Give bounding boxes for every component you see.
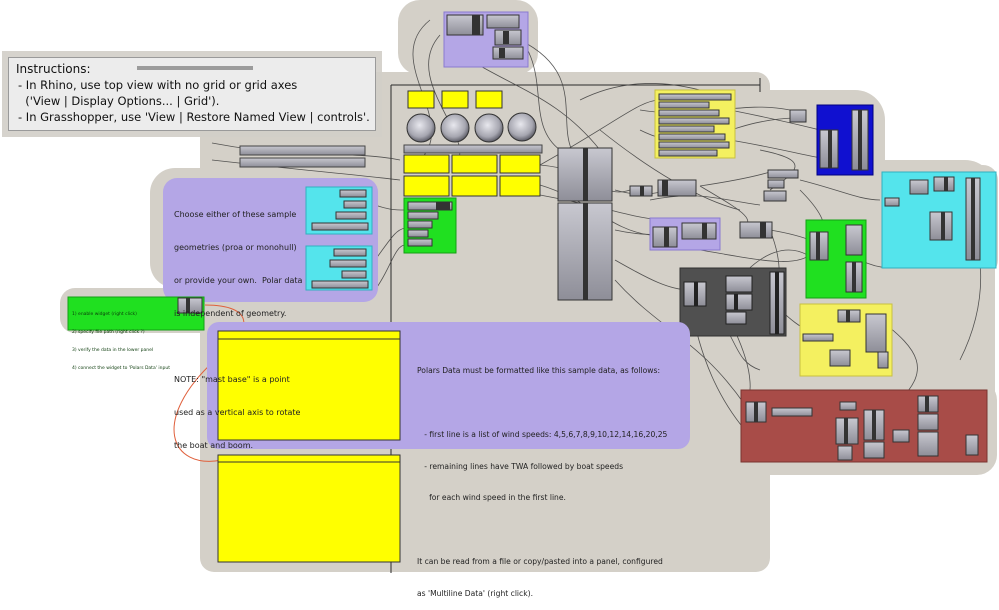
group-polars[interactable] [207, 322, 690, 563]
geometry-note-line: is independent of geometry. [174, 309, 287, 318]
polars-note-line: - first line is a list of wind speeds: 4… [417, 429, 668, 439]
group-geometry-note[interactable] [163, 178, 378, 302]
geometry-note-line: NOTE: "mast base" is a point [174, 375, 290, 384]
group-small-purple[interactable] [649, 217, 721, 251]
widget-note-line: 3) verify the data in the lower panel [72, 348, 154, 353]
geometry-note-line: used as a vertical axis to rotate [174, 408, 301, 417]
widget-note-line: 1) enable widget (right click) [72, 312, 137, 317]
geometry-note-line: Choose either of these sample [174, 210, 297, 219]
widget-note-line: 2) specify file path (right click ?) [72, 330, 145, 335]
group-green-right[interactable] [805, 219, 867, 299]
widget-note: 1) enable widget (right click) 2) specif… [72, 300, 170, 378]
yellow-panel-grid[interactable] [403, 154, 541, 197]
geometry-note-line: or provide your own. Polar data [174, 276, 303, 285]
geometry-note: Choose either of these sample geometries… [174, 187, 302, 462]
geometry-note-line: the boat and boom. [174, 441, 254, 450]
polars-note-line [417, 398, 667, 409]
polars-note-line: Polars Data must be formatted like this … [417, 366, 661, 376]
long-components[interactable] [239, 144, 543, 168]
polars-note-line: It can be read from a file or copy/paste… [417, 556, 663, 566]
instructions-title: Instructions: [16, 62, 91, 76]
polars-note: Polars Data must be formatted like this … [417, 345, 667, 610]
widget-note-line: 4) connect the widget to 'Polars Data' i… [72, 366, 170, 371]
polars-note-line: for each wind speed in the first line. [417, 493, 566, 503]
instructions-panel: Instructions: - In Rhino, use top view w… [8, 57, 376, 131]
group-top-purple[interactable] [443, 11, 529, 68]
instructions-line: - In Grasshopper, use 'View | Restore Na… [18, 110, 370, 124]
group-dark[interactable] [679, 267, 787, 337]
polars-note-line: as 'Multiline Data' (right click). [417, 588, 533, 598]
group-blue[interactable] [816, 104, 874, 176]
polars-note-line [417, 525, 667, 536]
group-green-sliders[interactable] [403, 197, 457, 254]
group-cyan[interactable] [881, 171, 997, 269]
knob-panels[interactable] [406, 90, 537, 143]
group-red[interactable] [740, 389, 988, 463]
instructions-line: ('View | Display Options... | Grid'). [18, 94, 220, 108]
group-widget[interactable] [67, 296, 205, 331]
instructions-line: - In Rhino, use top view with no grid or… [18, 78, 298, 92]
group-yellow-right[interactable] [799, 303, 893, 377]
group-yellow-sliders[interactable] [654, 89, 736, 159]
polars-note-line: - remaining lines have TWA followed by b… [417, 461, 624, 471]
geometry-note-line: geometries (proa or monohull) [174, 243, 297, 252]
instructions-drag-bar[interactable] [137, 66, 253, 70]
geometry-note-line [174, 341, 302, 352]
central-component[interactable] [557, 147, 613, 301]
grasshopper-canvas[interactable] [0, 0, 999, 573]
